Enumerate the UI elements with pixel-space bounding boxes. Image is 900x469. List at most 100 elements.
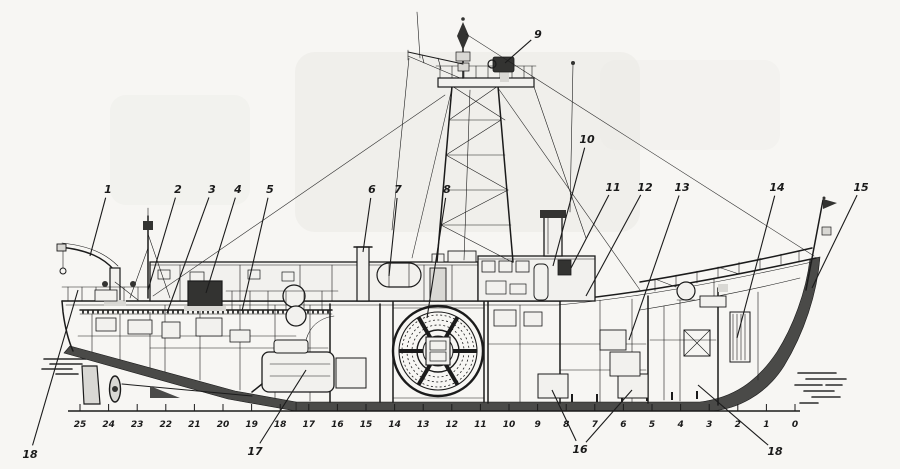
callout-label: 18 [22,448,38,461]
dark-window [557,259,572,276]
frame-number: 8 [563,420,569,430]
aft-equipment [95,317,251,343]
frame-number: 5 [649,420,655,430]
frame-number: 12 [446,420,459,430]
mast-backstay [532,83,587,239]
propeller-hub [112,386,118,392]
frame-number: 9 [534,420,540,430]
frame-number: 17 [303,420,316,430]
frame-number: 14 [388,420,401,430]
frame-number: 4 [676,420,683,430]
frame-number: 22 [160,420,173,430]
callout-8: 8 [426,183,451,319]
frame-number: 25 [74,420,87,430]
leader-line [551,389,577,442]
frame-number: 7 [592,420,599,430]
frame-number: 3 [706,420,712,430]
wheelhouse-windows [481,260,530,273]
leader-line [736,195,776,339]
callout-label: 15 [853,181,869,194]
frame-number: 19 [245,420,258,430]
jackstaff [805,196,837,291]
frame-number: 6 [620,420,626,430]
callout-label: 7 [394,183,402,196]
reel-spokes [399,316,477,386]
callout-18: 18 [697,384,783,458]
frame-number: 21 [188,420,201,430]
callout-10: 10 [552,133,595,267]
lattice-mast [152,11,815,297]
frame-number: 10 [503,420,516,430]
leader-line [388,197,398,277]
stern-crane [56,242,139,306]
callout-label: 5 [266,183,274,196]
frame-number: 18 [274,420,287,430]
frame-number: 2 [735,420,741,430]
funnel-cap [540,210,566,218]
masthead-light [457,22,469,50]
callout-label: 10 [579,133,595,146]
leader-line [426,197,447,319]
callout-11: 11 [570,181,621,269]
callout-label: 18 [767,445,783,458]
callout-14: 14 [736,181,785,339]
deckhouse-windows [157,269,295,283]
stern-deck-gear [56,207,339,327]
frame-number: 0 [792,420,798,430]
gearbox [335,357,367,389]
callout-17: 17 [247,369,307,458]
leader-line [585,194,642,297]
callout-1: 1 [89,183,112,257]
leader-line [697,384,769,446]
leader-line [205,197,236,294]
propeller-shaft [121,383,253,397]
searchlight [487,56,515,82]
callout-3: 3 [166,183,216,314]
frame-number: 24 [102,420,115,430]
deckhouse-divisions [179,264,453,302]
exhaust-funnel [543,215,563,257]
wheelhouse-door [533,263,549,301]
cable-reel [391,301,485,403]
liferaft-container [376,262,422,288]
callout-label: 12 [637,181,653,194]
frame-number: 13 [417,420,430,430]
vent-pipe [356,246,370,302]
leader-line [166,197,210,314]
frame-number: 20 [217,420,230,430]
mast-stays [152,33,815,297]
callout-label: 16 [572,443,588,456]
callout-label: 2 [174,183,182,196]
callout-4: 4 [205,183,242,294]
main-engine [251,315,367,393]
callout-label: 3 [208,183,216,196]
frame-number: 23 [131,420,144,430]
leader-line [552,147,586,267]
stern-flagstaff [129,207,171,299]
forward-hold [493,309,711,377]
skeg [150,386,180,398]
callout-2: 2 [147,183,182,291]
callout-label: 1 [104,183,112,196]
callout-label: 14 [769,181,784,194]
vent-cowl-2 [285,305,307,327]
callout-7: 7 [388,183,402,277]
frame-number: 1 [763,420,769,430]
bow-flag [823,199,837,209]
bow-structures [639,196,837,311]
callout-5: 5 [241,183,274,312]
rudder [81,365,101,405]
deck-box [187,280,223,310]
leader-line [241,197,269,312]
callout-label: 8 [443,183,451,196]
callout-label: 6 [368,183,376,196]
water-ripples [41,358,847,404]
frame-number: 15 [360,420,373,430]
leader-line [259,369,307,444]
leader-line [628,195,680,341]
callout-label: 9 [534,28,542,41]
callout-6: 6 [362,183,376,253]
